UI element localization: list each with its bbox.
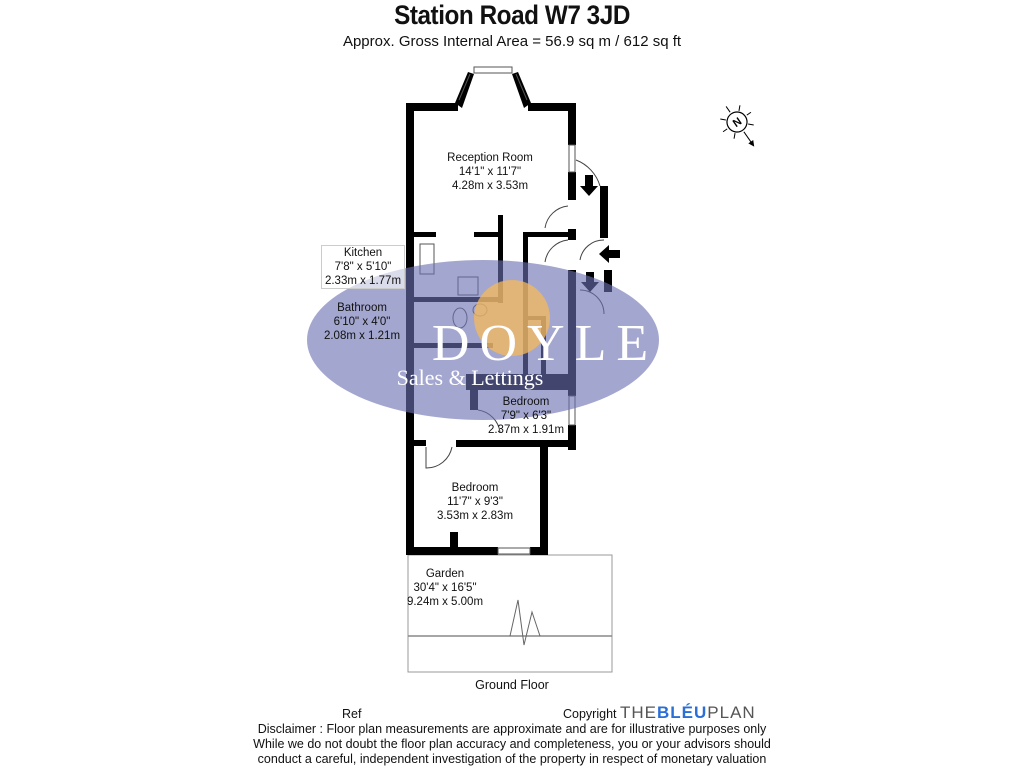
room-imperial: 30'4" x 16'5" [413,582,477,594]
brand-post: PLAN [707,703,756,722]
doyle-watermark: DOYLE Sales & Lettings [307,260,659,420]
room-name: Bathroom [337,302,387,314]
room-metric: 2.08m x 1.21m [323,330,401,342]
room-metric: 9.24m x 5.00m [406,596,484,608]
page-title: Station Road W7 3JD [394,0,630,30]
room-metric: 3.53m x 2.83m [436,510,514,522]
room-garden: Garden 30'4" x 16'5" 9.24m x 5.00m [405,567,485,609]
north-compass-icon: N [720,105,755,147]
room-name: Reception Room [447,152,533,164]
door-swings [425,159,605,469]
floor-label: Ground Floor [475,678,549,692]
watermark-text: DOYLE [432,315,658,372]
watermark-tagline: Sales & Lettings [397,365,544,390]
gross-area: Approx. Gross Internal Area = 56.9 sq m … [342,33,682,50]
room-metric: 2.37m x 1.91m [487,424,565,436]
copyright-label: Copyright [563,707,617,721]
brand-mid: BLÉU [657,703,708,722]
room-name: Kitchen [343,247,383,259]
room-name: Bedroom [451,482,499,494]
garden-outline [407,554,613,673]
room-metric: 4.28m x 3.53m [451,180,529,192]
room-bathroom: Bathroom 6'10" x 4'0" 2.08m x 1.21m [321,301,403,343]
break-symbol [509,599,541,646]
disclaimer-line-3: conduct a careful, independent investiga… [257,752,767,766]
brand-pre: THE [620,703,657,722]
bleuplan-logo: THEBLÉUPLAN [620,703,756,723]
room-reception: Reception Room 14'1" x 11'7" 4.28m x 3.5… [430,151,550,193]
room-name: Bedroom [502,396,550,408]
room-imperial: 7'8" x 5'10" [334,261,392,273]
ref-label: Ref [342,707,362,721]
room-imperial: 11'7" x 9'3" [447,496,503,508]
room-bedroom-small: Bedroom 7'9" x 6'3" 2.37m x 1.91m [476,395,576,437]
room-name: Garden [425,568,465,580]
room-imperial: 14'1" x 11'7" [458,166,522,178]
room-kitchen: Kitchen 7'8" x 5'10" 2.33m x 1.77m [321,245,405,289]
room-bedroom-large: Bedroom 11'7" x 9'3" 3.53m x 2.83m [425,481,525,523]
room-metric: 2.33m x 1.77m [324,275,402,287]
room-imperial: 7'9" x 6'3" [500,410,552,422]
disclaimer-line-2: While we do not doubt the floor plan acc… [253,737,771,751]
room-imperial: 6'10" x 4'0" [333,316,391,328]
disclaimer-line-1: Disclaimer : Floor plan measurements are… [257,722,767,736]
